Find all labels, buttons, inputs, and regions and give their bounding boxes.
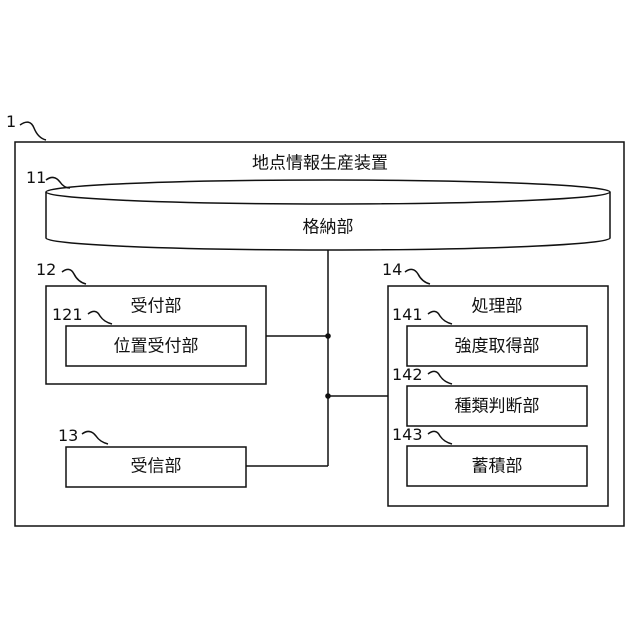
leader-storage <box>46 177 70 188</box>
ref-reception: 12 <box>36 262 56 278</box>
leader-device <box>20 122 46 140</box>
ref-device: 1 <box>6 114 16 130</box>
reception-label: 受付部 <box>131 299 182 316</box>
leader-receiver <box>82 431 108 444</box>
ref-type: 142 <box>392 367 423 383</box>
location-label: 位置受付部 <box>114 339 199 356</box>
ref-strength: 141 <box>392 307 423 323</box>
storage-label: 格納部 <box>303 220 354 237</box>
leader-strength <box>428 311 452 324</box>
device-title: 地点情報生産装置 <box>252 156 388 173</box>
storage-cylinder-top <box>46 180 610 204</box>
processing-label: 処理部 <box>472 299 523 316</box>
leader-accumulate <box>428 431 452 444</box>
junction-dot <box>325 333 331 339</box>
leader-reception <box>62 269 86 284</box>
ref-accumulate: 143 <box>392 427 423 443</box>
leader-location <box>88 311 112 324</box>
receiver-label: 受信部 <box>131 459 182 476</box>
type-label: 種類判断部 <box>455 399 540 416</box>
leader-type <box>428 371 452 384</box>
ref-processing: 14 <box>382 262 402 278</box>
ref-receiver: 13 <box>58 428 78 444</box>
ref-storage: 11 <box>26 170 46 186</box>
leader-processing <box>405 269 430 284</box>
accumulate-label: 蓄積部 <box>472 459 523 476</box>
junction-dot <box>325 393 331 399</box>
strength-label: 強度取得部 <box>455 339 540 356</box>
ref-location: 121 <box>52 307 83 323</box>
